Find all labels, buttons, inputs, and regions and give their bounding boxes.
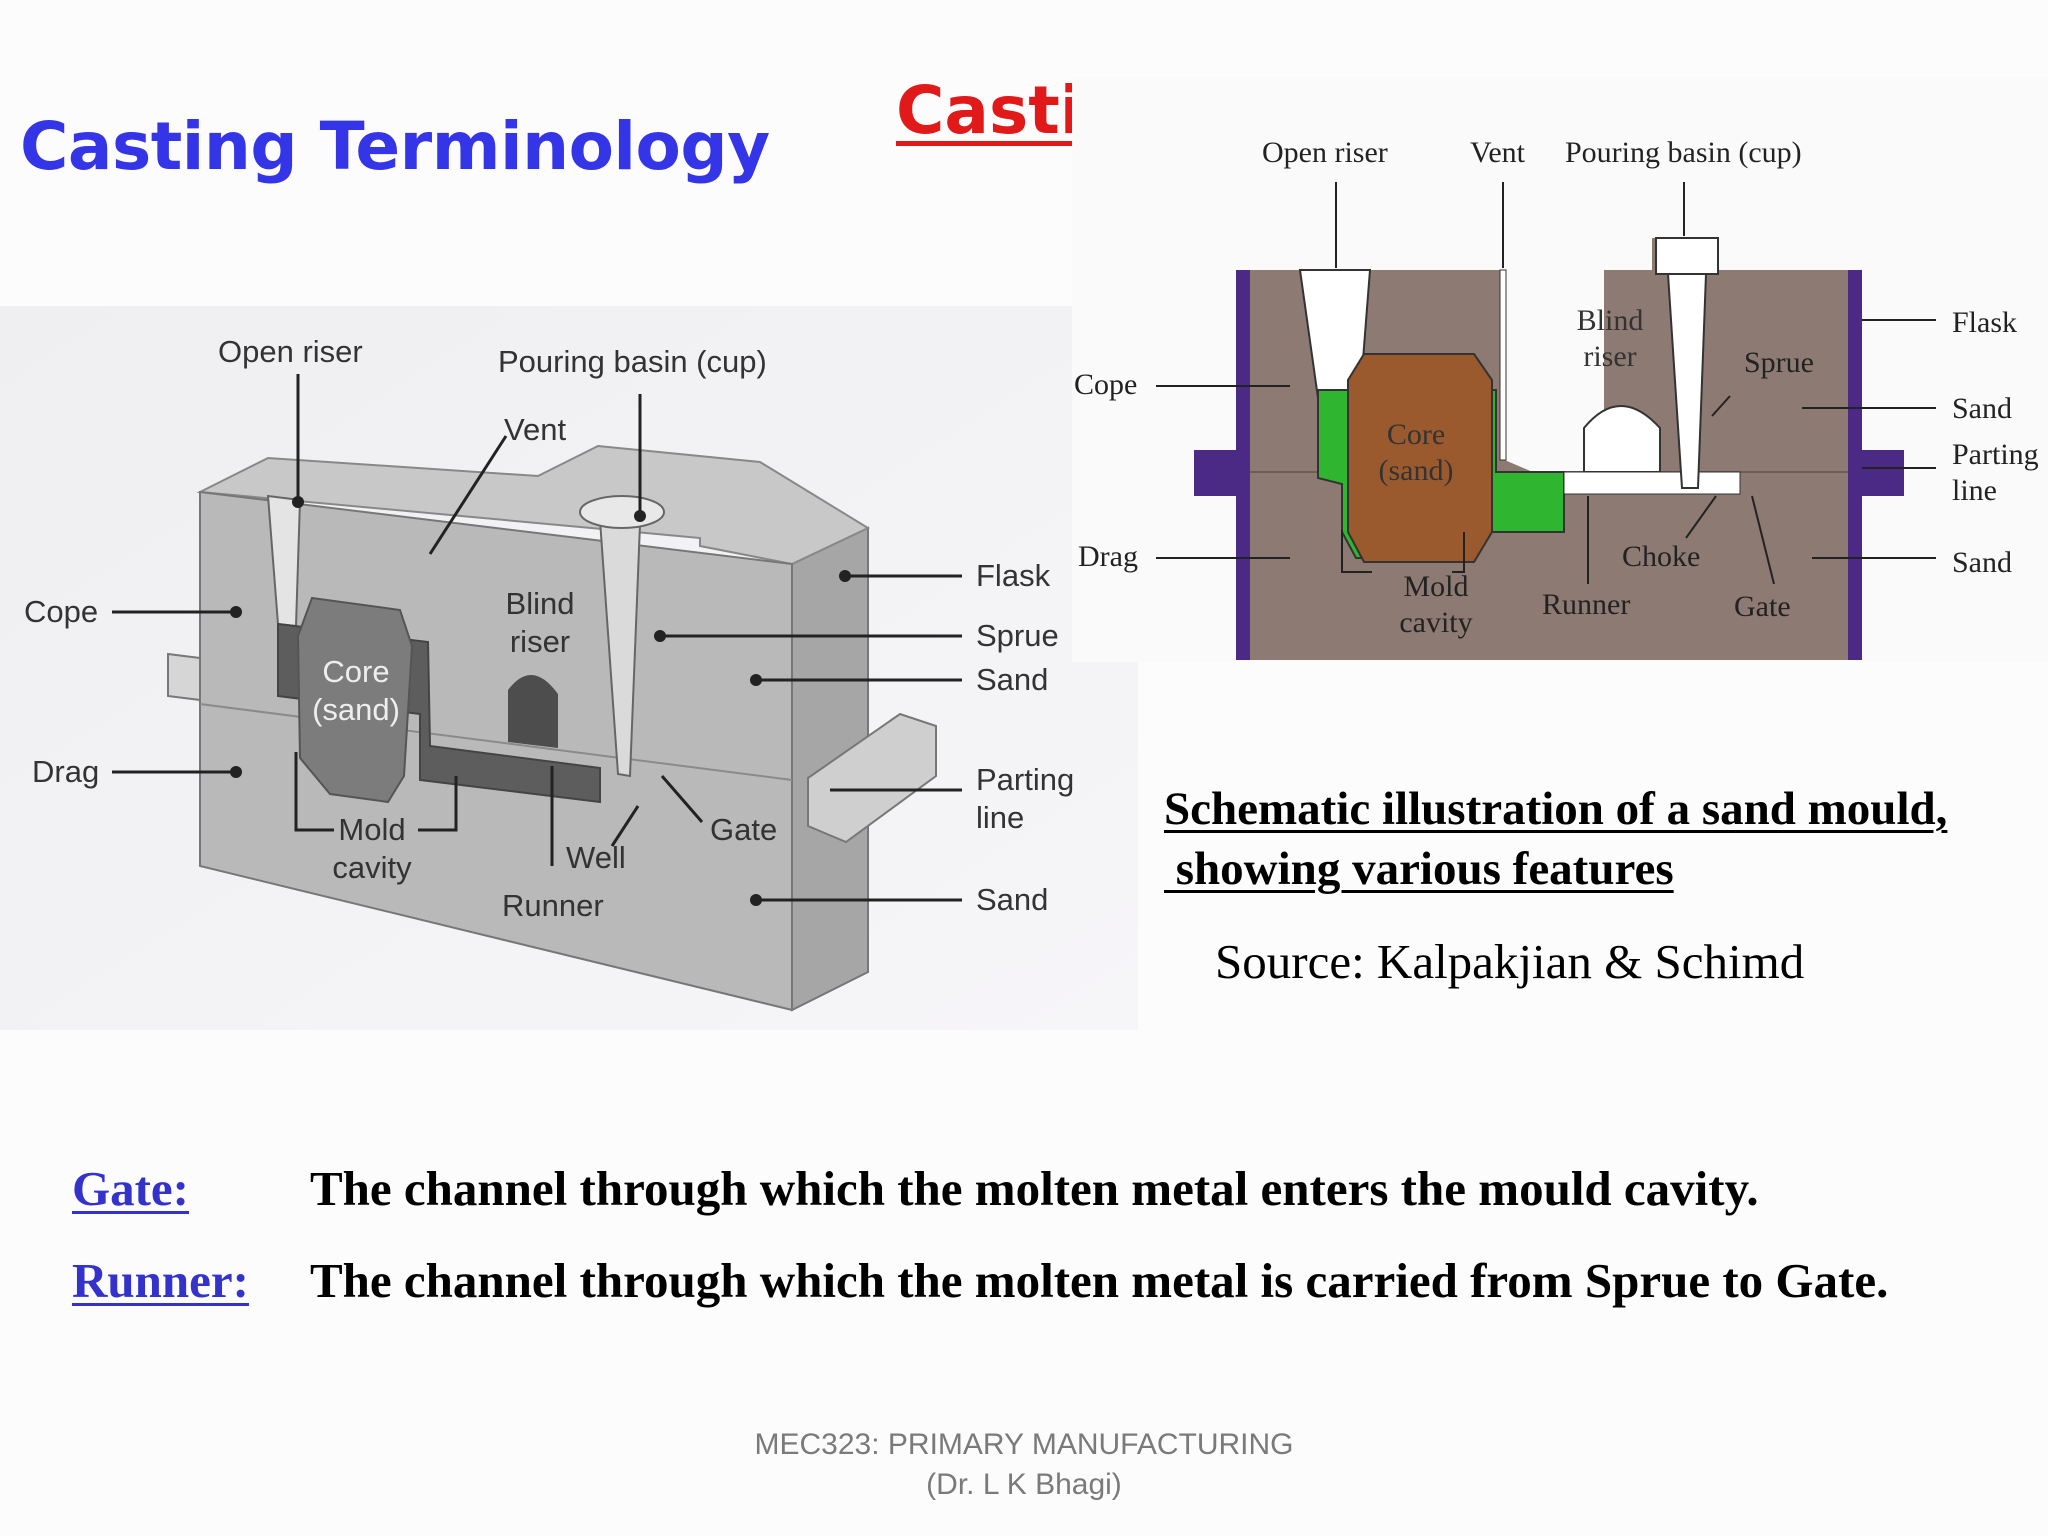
gate-term-link[interactable]: Gate: xyxy=(72,1161,189,1216)
figure-caption-line-1: Schematic illustration of a sand mould, xyxy=(1164,783,1948,835)
mould-cutaway-figure: Open riser Pouring basin (cup) Vent Cope… xyxy=(0,306,1138,1030)
right-label-cope: Cope xyxy=(1074,368,1137,401)
right-label-core: Core(sand) xyxy=(1379,418,1454,487)
gate-definition: The channel through which the molten met… xyxy=(310,1161,1759,1216)
right-label-vent: Vent xyxy=(1470,136,1526,169)
left-label-sand-bottom: Sand xyxy=(976,882,1048,917)
slide-title: Casting Terminology xyxy=(20,108,770,185)
left-label-gate: Gate xyxy=(710,812,777,847)
figure-source: Source: Kalpakjian & Schimd xyxy=(1215,934,1805,989)
right-label-runner: Runner xyxy=(1542,588,1630,621)
mould-cutaway-drawing: Open riser Pouring basin (cup) Vent Cope… xyxy=(0,306,1138,1030)
right-label-flask: Flask xyxy=(1952,306,2017,339)
left-label-sand-top: Sand xyxy=(976,662,1048,697)
left-label-sprue: Sprue xyxy=(976,618,1059,653)
mould-schematic-drawing: Open riser Vent Pouring basin (cup) Cope… xyxy=(1072,78,2048,662)
right-label-sand-bottom: Sand xyxy=(1952,546,2012,579)
left-label-open-riser: Open riser xyxy=(218,334,363,369)
footer-course: MEC323: PRIMARY MANUFACTURING xyxy=(754,1428,1294,1461)
right-label-choke: Choke xyxy=(1622,540,1700,573)
right-label-drag: Drag xyxy=(1078,540,1138,573)
right-label-sprue: Sprue xyxy=(1744,346,1814,379)
footer-author: (Dr. L K Bhagi) xyxy=(926,1468,1122,1501)
left-label-pouring-basin: Pouring basin (cup) xyxy=(498,344,767,379)
right-label-gate: Gate xyxy=(1734,590,1791,623)
left-label-runner: Runner xyxy=(502,888,604,923)
figure-caption-line-2: showing various features xyxy=(1164,843,1674,895)
right-label-pouring-basin: Pouring basin (cup) xyxy=(1565,136,1802,169)
left-label-cope: Cope xyxy=(24,594,98,629)
left-label-flask: Flask xyxy=(976,558,1051,593)
left-label-core: Core(sand) xyxy=(312,654,400,727)
left-label-drag: Drag xyxy=(32,754,99,789)
right-label-sand-top: Sand xyxy=(1952,392,2012,425)
right-label-open-riser: Open riser xyxy=(1262,136,1388,169)
runner-definition: The channel through which the molten met… xyxy=(310,1253,1889,1308)
mould-schematic-figure: Open riser Vent Pouring basin (cup) Cope… xyxy=(1072,78,2048,662)
left-label-well: Well xyxy=(566,840,626,875)
left-label-vent: Vent xyxy=(504,412,566,447)
runner-term-link[interactable]: Runner: xyxy=(72,1253,249,1308)
